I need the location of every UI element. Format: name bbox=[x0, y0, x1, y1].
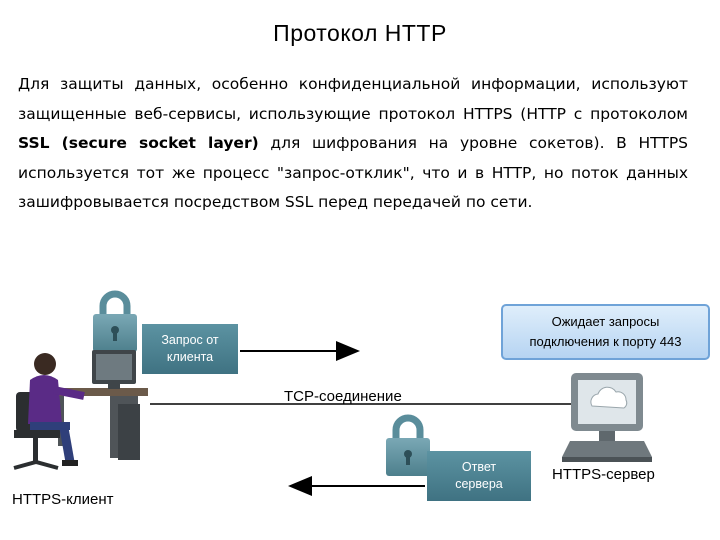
response-line-1: Ответ bbox=[461, 460, 497, 474]
request-line-1: Запрос от bbox=[161, 333, 219, 347]
response-line-2: сервера bbox=[455, 477, 503, 491]
request-box-label: Запрос от клиента bbox=[142, 324, 238, 374]
paragraph-bold-ssl: SSL (secure socket layer) bbox=[18, 134, 259, 152]
client-label: HTTPS-клиент bbox=[12, 491, 114, 508]
body-paragraph: Для защиты данных, особенно конфиденциал… bbox=[18, 70, 688, 218]
lock-icon-top bbox=[93, 290, 137, 352]
diagram-graphics bbox=[13, 290, 652, 501]
request-line-2: клиента bbox=[166, 350, 214, 364]
server-label: HTTPS-сервер bbox=[552, 466, 655, 483]
https-diagram: Запрос от клиента Ожидает запросы подклю… bbox=[0, 280, 720, 540]
port-callout: Ожидает запросы подключения к порту 443 bbox=[501, 304, 710, 360]
paragraph-part-2: для шифрования на уровне сокетов). В HTT… bbox=[18, 134, 688, 211]
callout-line-2: подключения к порту 443 bbox=[529, 334, 682, 349]
response-box-label: Ответ сервера bbox=[427, 451, 531, 501]
page-title: Протокол HTTP bbox=[273, 20, 447, 46]
callout-line-1: Ожидает запросы bbox=[551, 314, 660, 329]
server-computer-icon bbox=[562, 373, 652, 462]
paragraph-part-1: Для защиты данных, особенно конфиденциал… bbox=[18, 75, 688, 123]
client-workstation-icon bbox=[13, 350, 148, 470]
request-box bbox=[142, 324, 238, 374]
lock-icon-bottom bbox=[386, 414, 430, 476]
response-box bbox=[427, 451, 531, 501]
tcp-connection-label: TCP-соединение bbox=[284, 388, 402, 405]
